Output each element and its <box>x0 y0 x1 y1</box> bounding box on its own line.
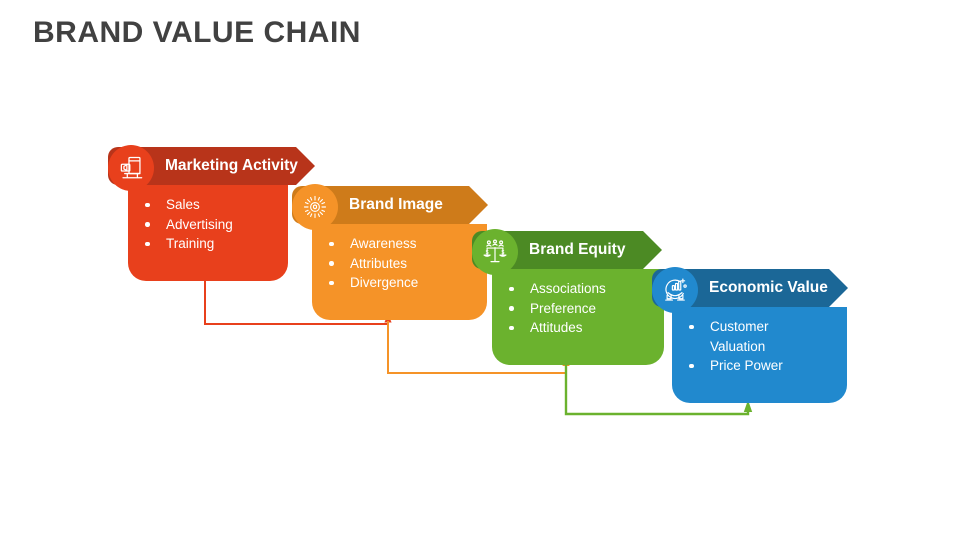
bullet-dot-icon <box>509 286 514 291</box>
list-item: Divergence <box>312 273 487 293</box>
card-header-shape-image <box>292 186 488 224</box>
card-brand-equity[interactable]: Brand Equity Associations Preference Att… <box>472 229 672 366</box>
card-item-list-equity: Associations Preference Attitudes <box>492 279 664 338</box>
balance-scales-icon: $ $ <box>483 239 507 263</box>
list-item: Price Power <box>672 356 847 376</box>
list-item-label: Divergence <box>350 275 419 290</box>
list-item: Attributes <box>312 254 487 274</box>
list-item-label: Preference <box>530 300 597 316</box>
page-title: BRAND VALUE CHAIN <box>33 16 361 49</box>
list-item-label: Price Power <box>710 358 783 373</box>
bullet-dot-icon <box>689 324 694 329</box>
list-item: Customer Valuation <box>672 317 822 356</box>
sun-brightness-icon <box>303 195 327 219</box>
card-body-marketing: Sales Advertising Training <box>128 185 288 281</box>
card-header-equity: Brand Equity <box>472 231 662 269</box>
list-item-label: Awareness <box>350 236 417 251</box>
card-header-image: Brand Image <box>292 186 488 224</box>
card-item-list-economic: Customer Valuation Price Power <box>672 317 847 376</box>
list-item-label: Training <box>166 236 215 251</box>
list-item-label: Associations <box>530 281 606 296</box>
card-title-image: Brand Image <box>349 196 443 213</box>
bullet-dot-icon <box>329 261 334 266</box>
card-body-economic: Customer Valuation Price Power <box>672 307 847 403</box>
list-item: Awareness <box>312 234 487 254</box>
list-item-label: Sales <box>166 197 200 212</box>
list-item-label: Customer Valuation <box>710 319 769 354</box>
list-item: Preference <box>492 299 664 319</box>
list-item: Attitudes <box>492 318 664 338</box>
bullet-dot-icon <box>145 202 150 207</box>
bullet-dot-icon <box>689 363 694 368</box>
card-header-economic: Economic Value <box>652 269 848 307</box>
card-title-economic: Economic Value <box>709 279 828 296</box>
growth-chart-hands-icon <box>665 278 687 301</box>
card-item-list-image: Awareness Attributes Divergence <box>312 234 487 293</box>
icon-badge-marketing <box>108 145 154 191</box>
card-header-shape-marketing <box>108 147 315 185</box>
card-title-marketing: Marketing Activity <box>165 157 298 174</box>
card-title-equity: Brand Equity <box>529 241 626 258</box>
icon-badge-image <box>292 184 338 230</box>
icon-badge-equity: $ $ <box>472 229 518 275</box>
card-economic-value[interactable]: Economic Value Customer Valuation Price … <box>652 267 862 404</box>
card-marketing-activity[interactable]: Marketing Activity Sales Advertising Tra… <box>108 145 328 282</box>
icon-badge-economic <box>652 267 698 313</box>
card-header-shape-economic <box>652 269 848 307</box>
bullet-dot-icon <box>509 306 514 311</box>
list-item: Sales <box>128 195 288 215</box>
list-item-label: Attitudes <box>530 320 583 335</box>
card-item-list-marketing: Sales Advertising Training <box>128 195 288 254</box>
list-item: Advertising <box>128 215 288 235</box>
billboard-megaphone-icon <box>120 156 142 178</box>
list-item-label: Advertising <box>166 216 233 232</box>
bullet-dot-icon <box>145 222 150 227</box>
bullet-dot-icon <box>329 241 334 246</box>
card-brand-image[interactable]: Brand Image Awareness Attributes Diverge… <box>292 184 502 321</box>
list-item: Training <box>128 234 288 254</box>
svg-text:$: $ <box>501 250 504 256</box>
bullet-dot-icon <box>329 280 334 285</box>
list-item-label: Attributes <box>350 255 408 271</box>
card-body-equity: Associations Preference Attitudes <box>492 269 664 365</box>
card-header-shape-equity <box>472 231 662 269</box>
bullet-dot-icon <box>509 325 514 330</box>
list-item: Associations <box>492 279 664 299</box>
bullet-dot-icon <box>145 241 150 246</box>
card-header-marketing: Marketing Activity <box>108 147 315 185</box>
svg-text:$: $ <box>486 250 489 256</box>
card-body-image: Awareness Attributes Divergence <box>312 224 487 320</box>
